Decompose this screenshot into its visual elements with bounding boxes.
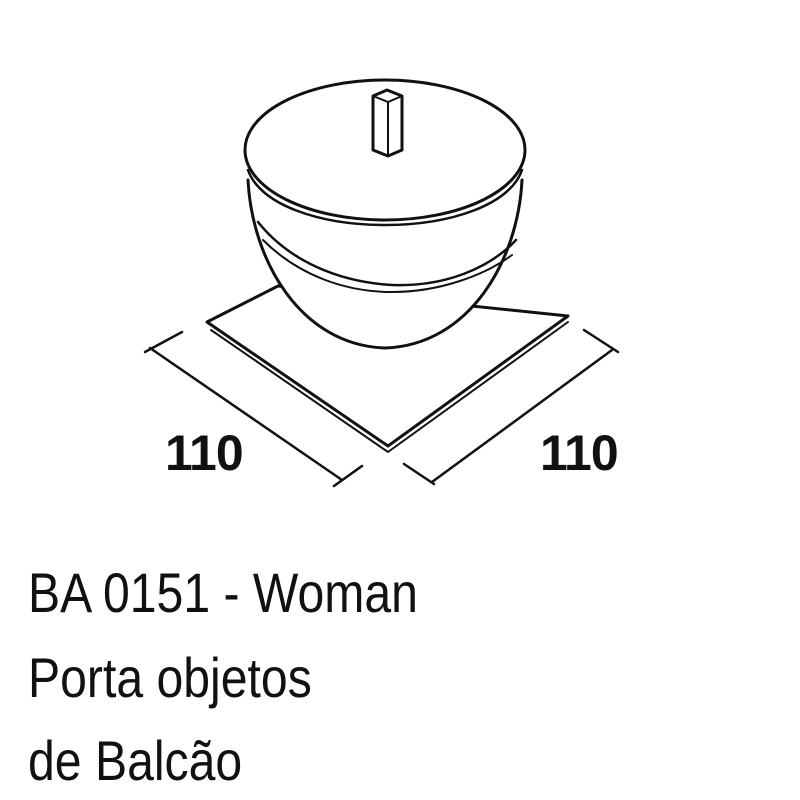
- bowl: [246, 178, 524, 350]
- lid-knob: [371, 88, 404, 158]
- base-plate: [205, 284, 570, 453]
- dimension-line-right: [402, 328, 620, 486]
- product-code-title: BA 0151 - Woman: [28, 561, 418, 624]
- depth-dimension-label: 110: [540, 425, 619, 481]
- width-dimension-label: 110: [165, 425, 244, 481]
- product-description-line2: de Balcão: [28, 729, 243, 792]
- dimension-line-left: [143, 330, 364, 488]
- product-description-line1: Porta objetos: [28, 646, 312, 709]
- product-drawing: [143, 78, 620, 488]
